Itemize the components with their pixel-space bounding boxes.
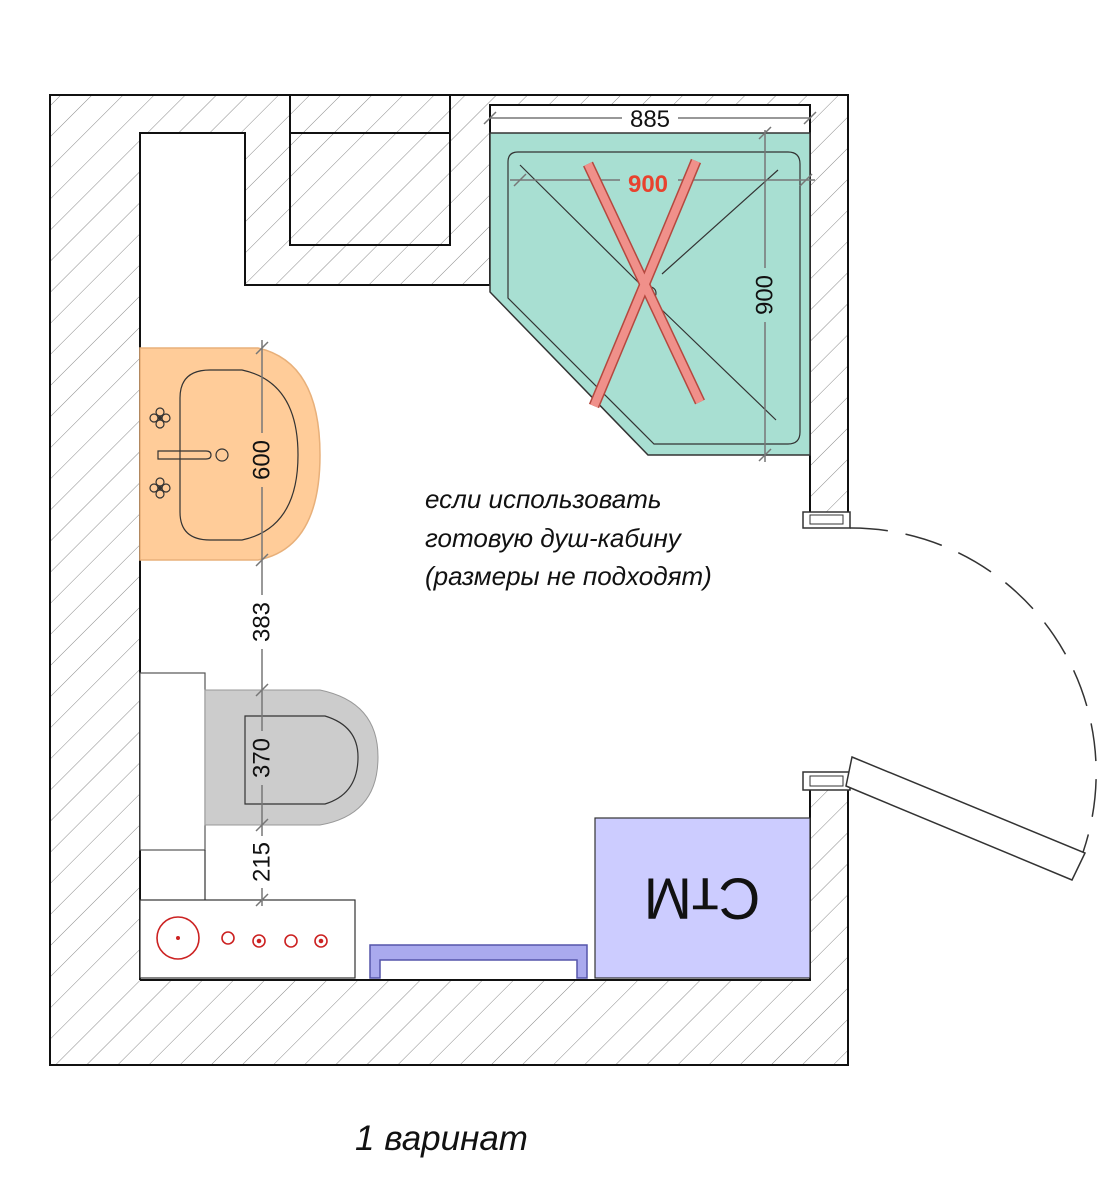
knob-icon <box>221 931 235 945</box>
dimension-shower-width: 885 <box>483 106 817 133</box>
round-basin-icon <box>156 916 200 960</box>
note-line-1: если использовать <box>425 484 662 514</box>
dimension-chain-left: 600 383 370 215 <box>249 340 276 907</box>
cabin-cross-out <box>583 158 705 409</box>
inner-wall-outline-top <box>139 104 811 980</box>
toilet-bowl <box>204 689 379 826</box>
note: если использовать готовую душ-кабину (ра… <box>425 484 712 591</box>
note-line-2: готовую душ-кабину <box>425 523 683 553</box>
dimension-label-900-red: 900 <box>628 171 668 198</box>
door-jamb-top <box>802 511 851 529</box>
knob-icon <box>252 934 266 948</box>
sink <box>139 347 321 561</box>
faucet-spout <box>157 450 212 460</box>
toilet-seat <box>244 715 359 805</box>
caption: 1 варинат <box>355 1119 528 1158</box>
bench <box>369 944 588 979</box>
toilet-cistern <box>139 672 206 851</box>
toilet <box>139 672 379 900</box>
outer-wall-outline <box>49 94 849 1066</box>
dimension-shower-depth: 900 <box>752 126 779 462</box>
counter-fixtures <box>156 916 328 960</box>
washing-machine-label: СтМ <box>644 866 761 931</box>
washing-machine: СтМ <box>594 817 811 979</box>
dimension-label-900-vertical: 900 <box>752 275 779 315</box>
sink-basin <box>179 369 299 541</box>
shaft-niche <box>289 95 451 246</box>
dimension-label-215: 215 <box>249 842 276 882</box>
door-leaf <box>845 755 1087 881</box>
faucet-aerator <box>215 448 229 462</box>
knob-icon <box>314 934 328 948</box>
faucet-handle-cold-icon <box>149 477 171 499</box>
dimension-label-370: 370 <box>249 738 276 778</box>
door-jamb-bottom <box>802 771 851 791</box>
dimension-label-600: 600 <box>249 440 276 480</box>
counter <box>139 899 356 979</box>
faucet-handle-hot-icon <box>149 407 171 429</box>
dimension-cabin-rejected <box>510 173 815 187</box>
note-line-3: (размеры не подходят) <box>425 561 712 591</box>
door-swing-arc <box>849 527 1097 869</box>
dimension-label-885: 885 <box>630 106 670 133</box>
knob-icon <box>284 934 298 948</box>
dimension-label-383: 383 <box>249 602 276 642</box>
